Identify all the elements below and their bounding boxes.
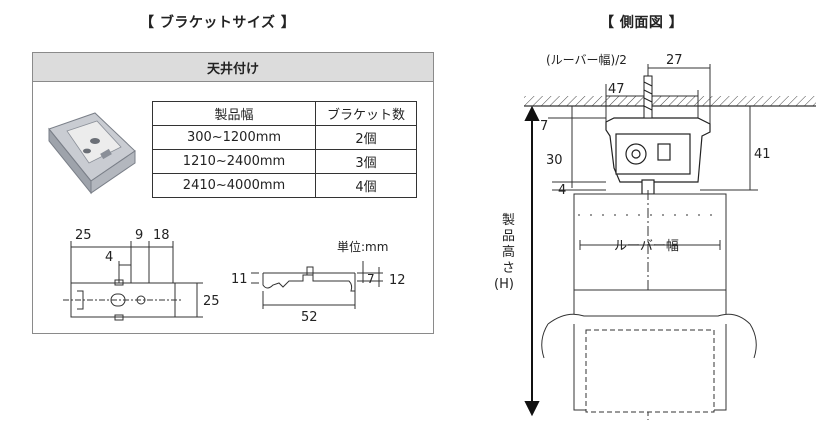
dim-30: 30 — [546, 153, 563, 168]
bracket-photo — [48, 112, 136, 195]
product-height-label: 製 品 高 さ (H) — [494, 213, 515, 292]
bracket-top-view-drawing: 25 9 18 4 25 — [63, 228, 220, 321]
table-cell-width: 300~1200mm — [152, 125, 316, 150]
height-label-char: 製 — [502, 213, 515, 228]
dim-7: 7 — [367, 272, 375, 286]
dim-41: 41 — [754, 147, 771, 162]
panel-header-label: 天井付け — [206, 61, 259, 77]
dim-11: 11 — [231, 272, 248, 287]
bracket-count-table: 製品幅 ブラケット数 300~1200mm 2個 1210~2400mm 3個 … — [152, 101, 417, 198]
table-cell-width: 2410~4000mm — [152, 173, 316, 198]
dim-27: 27 — [666, 53, 683, 68]
height-arrow — [524, 105, 540, 417]
height-label-char: さ — [502, 261, 515, 276]
ceiling-hatch — [524, 96, 816, 106]
table-header-row: 製品幅 ブラケット数 — [152, 101, 417, 126]
height-label-char: 高 — [502, 244, 515, 260]
dim-47: 47 — [608, 82, 625, 97]
table-cell-count: 3個 — [315, 149, 417, 174]
side-view-drawing: (ルーバー幅)/2 27 47 7 30 4 41 ルーバー幅 製 品 高 さ … — [494, 52, 816, 420]
rail-profile — [605, 117, 711, 195]
table-row: 1210~2400mm 3個 — [152, 149, 417, 174]
louver-body — [573, 193, 727, 295]
dim-7-side: 7 — [540, 119, 548, 134]
dim-52: 52 — [301, 310, 318, 325]
table-header-count: ブラケット数 — [315, 101, 417, 126]
dim-4-side: 4 — [558, 183, 566, 198]
louver-width-label: ルーバー幅 — [614, 239, 679, 254]
dim-25: 25 — [75, 228, 92, 243]
table-cell-count: 4個 — [315, 173, 417, 198]
dim-25-height: 25 — [203, 294, 220, 309]
panel-header: 天井付け — [33, 53, 433, 82]
dim-4: 4 — [105, 250, 113, 265]
table-cell-width: 1210~2400mm — [152, 149, 316, 174]
dim-9: 9 — [135, 228, 143, 243]
table-row: 2410~4000mm 4個 — [152, 173, 417, 198]
bracket-panel: 天井付け 製品幅 ブラケット数 300~1200mm 2個 1210~2400m… — [32, 52, 434, 334]
table-cell-count: 2個 — [315, 125, 417, 150]
bracket-size-title: 【 ブラケットサイズ 】 — [140, 15, 296, 31]
table-header-width: 製品幅 — [152, 101, 316, 126]
dim-12: 12 — [389, 273, 406, 288]
louver-half-label: (ルーバー幅)/2 — [546, 52, 627, 67]
height-label-char: 品 — [502, 229, 515, 244]
side-view-title: 【 側面図 】 — [600, 15, 684, 31]
screw — [643, 75, 653, 119]
table-row: 300~1200mm 2個 — [152, 125, 417, 150]
bracket-side-profile-drawing: 11 7 12 52 — [231, 261, 406, 325]
height-label-h: (H) — [494, 277, 514, 292]
unit-label: 単位:mm — [337, 240, 389, 254]
dim-18: 18 — [153, 228, 170, 243]
